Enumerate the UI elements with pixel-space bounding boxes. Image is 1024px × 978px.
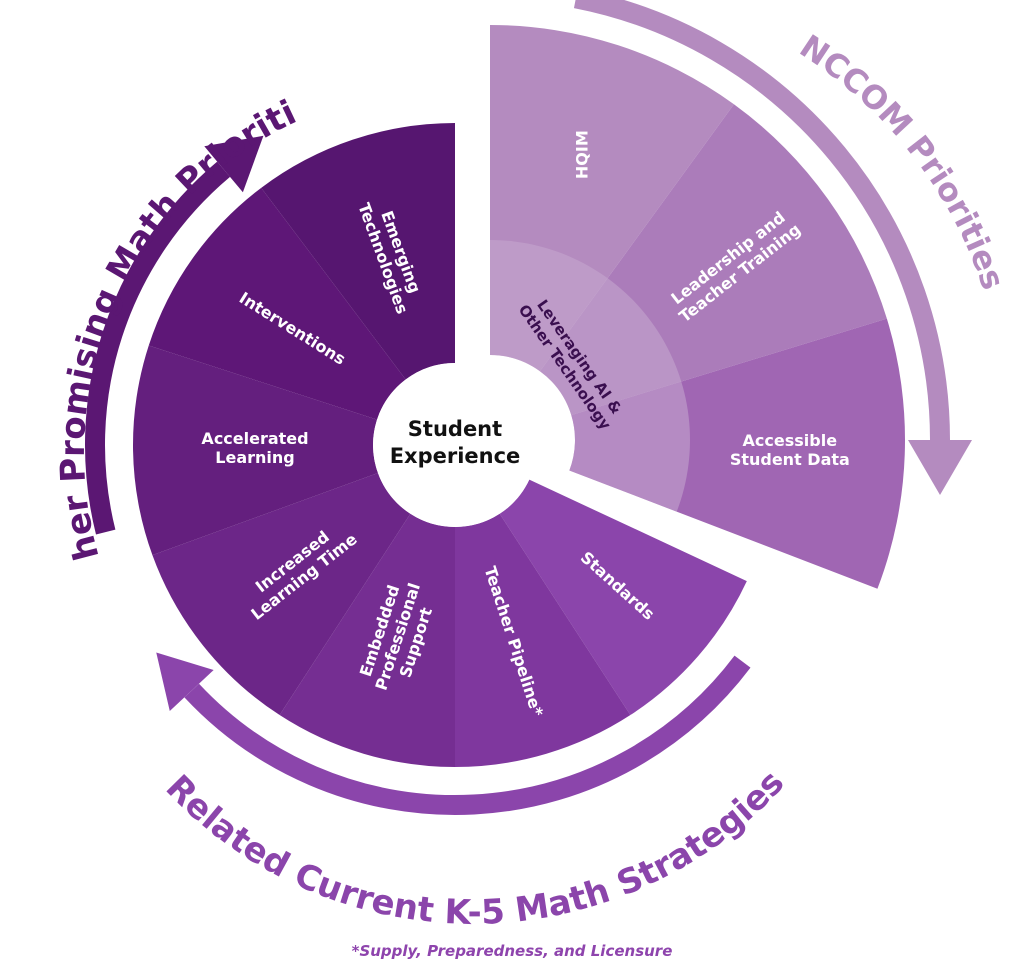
related-current-title: Related Current K-5 Math Strategies <box>158 763 792 933</box>
center-label-line-2: Experience <box>390 444 521 468</box>
segment-label-accessible-student-data-line: Student Data <box>730 450 850 469</box>
other-promising-arrow-shaft <box>85 161 231 535</box>
segment-interventions <box>148 187 406 420</box>
related-current-arrow-head-icon <box>156 652 214 711</box>
nccom-arrow-head-icon <box>908 440 972 495</box>
other-promising-arrow-head-icon <box>204 135 264 193</box>
related-current-arrow <box>156 652 751 815</box>
segment-label-accessible-student-data-line: Accessible <box>743 431 838 450</box>
segment-accessible-student-data <box>569 318 906 589</box>
segment-increased-learning-time <box>152 473 411 716</box>
related-current-arrow-shaft <box>184 655 751 815</box>
segment-embedded-professional-support <box>279 513 455 767</box>
segment-standards <box>499 479 747 716</box>
center-label-line-1: Student <box>408 417 502 441</box>
other-promising-arrow <box>85 135 264 535</box>
segment-emerging-technologies <box>261 123 455 380</box>
footnote: *Supply, Preparedness, and Licensure <box>351 942 673 960</box>
segment-label-accelerated-learning-line: Learning <box>215 448 294 467</box>
segment-teacher-pipeline <box>455 513 631 767</box>
inner-ring-leveraging-ai <box>490 240 690 512</box>
segment-label-hqim: HQIM <box>573 130 592 179</box>
segment-label-hqim-line: HQIM <box>573 130 592 179</box>
segment-label-accelerated-learning-line: Accelerated <box>201 429 308 448</box>
segment-accelerated-learning <box>133 345 378 556</box>
center-circle <box>373 363 537 527</box>
nccom-arrow-shaft <box>573 0 950 441</box>
nccom-arrow <box>573 0 972 495</box>
